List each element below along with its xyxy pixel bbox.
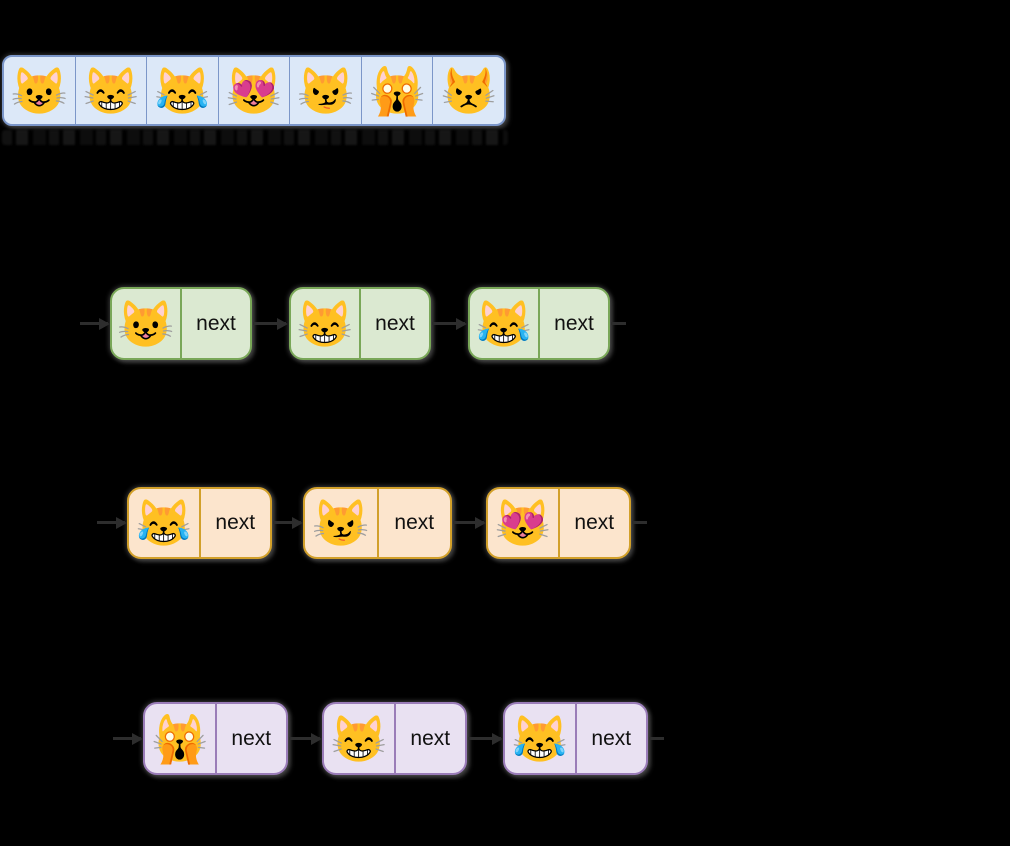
array-cell: 😸 — [76, 57, 148, 124]
array-cell: 🙀 — [362, 57, 434, 124]
arrow-next-link — [468, 732, 503, 745]
cat-emoji: 😸 — [330, 712, 388, 765]
next-pointer-label: next — [574, 511, 615, 534]
arrowhead-icon — [99, 317, 110, 330]
node-next-cell: next — [217, 704, 287, 773]
arrow-next-link — [289, 732, 322, 745]
node-value-cell: 😸 — [291, 289, 361, 358]
cat-emoji: 😸 — [296, 297, 354, 350]
next-pointer-label: next — [394, 511, 435, 534]
arrowhead-icon — [456, 317, 467, 330]
arrow-into-list — [113, 732, 143, 745]
cat-emoji: 😹 — [475, 297, 533, 350]
cat-emoji: 🙀 — [368, 64, 426, 117]
cat-emoji: 😹 — [153, 64, 212, 117]
cat-emoji: 😻 — [225, 64, 283, 117]
array-cell: 😹 — [147, 57, 219, 124]
array-cell: 😾 — [433, 57, 504, 124]
arrowhead-icon — [132, 732, 143, 745]
array-cell: 😻 — [219, 57, 291, 124]
node-next-cell: next — [540, 289, 608, 358]
cat-emoji: 😺 — [10, 64, 68, 117]
arrowhead-icon — [116, 516, 127, 529]
arrowhead-icon — [311, 732, 322, 745]
arrow-out-stub — [649, 737, 664, 740]
next-pointer-label: next — [410, 726, 451, 750]
cat-emoji: 😾 — [440, 64, 498, 117]
arrowhead-icon — [277, 317, 288, 330]
list-node: 😼 next — [303, 487, 452, 559]
next-pointer-label: next — [196, 311, 236, 335]
cat-emoji: 😸 — [82, 64, 140, 117]
list-node: 😻 next — [486, 487, 631, 559]
cat-emoji: 😹 — [135, 497, 193, 549]
node-value-cell: 😸 — [324, 704, 396, 773]
list-node: 😸 next — [289, 287, 431, 360]
node-value-cell: 😹 — [470, 289, 540, 358]
arrow-next-link — [453, 516, 486, 529]
node-value-cell: 😹 — [505, 704, 577, 773]
cat-emoji: 😹 — [511, 712, 569, 765]
arrow-into-list — [80, 317, 110, 330]
next-pointer-label: next — [591, 726, 632, 750]
node-next-cell: next — [396, 704, 466, 773]
arrowhead-icon — [292, 516, 303, 529]
arrow-into-list — [97, 516, 127, 529]
next-pointer-label: next — [231, 726, 272, 750]
arrow-next-link — [253, 317, 288, 330]
next-pointer-label: next — [215, 511, 256, 534]
node-next-cell: next — [201, 489, 271, 557]
array-cell: 😼 — [290, 57, 362, 124]
cat-emoji: 😻 — [494, 497, 552, 549]
node-next-cell: next — [379, 489, 451, 557]
next-pointer-label: next — [554, 311, 594, 335]
emoji-array: 😺 😸 😹 😻 😼 🙀 😾 — [2, 55, 506, 126]
arrowhead-icon — [492, 732, 503, 745]
node-next-cell: next — [560, 489, 630, 557]
list-node: 😸 next — [322, 702, 467, 775]
cat-emoji: 😼 — [312, 497, 370, 549]
node-value-cell: 😺 — [112, 289, 182, 358]
cat-emoji: 😺 — [117, 297, 175, 350]
list-node: 😹 next — [468, 287, 610, 360]
cat-emoji: 🙀 — [151, 712, 209, 765]
next-pointer-label: next — [375, 311, 415, 335]
list-node: 😹 next — [127, 487, 272, 559]
illegible-caption-text — [2, 130, 508, 145]
arrow-out-stub — [611, 322, 626, 325]
list-node: 😺 next — [110, 287, 252, 360]
node-next-cell: next — [182, 289, 250, 358]
node-value-cell: 🙀 — [145, 704, 217, 773]
list-node: 😹 next — [503, 702, 648, 775]
node-next-cell: next — [577, 704, 647, 773]
arrow-next-link — [432, 317, 467, 330]
node-next-cell: next — [361, 289, 429, 358]
node-value-cell: 😹 — [129, 489, 201, 557]
node-value-cell: 😼 — [305, 489, 379, 557]
node-value-cell: 😻 — [488, 489, 560, 557]
cat-emoji: 😼 — [296, 64, 355, 117]
list-node: 🙀 next — [143, 702, 288, 775]
arrow-next-link — [273, 516, 303, 529]
array-cell: 😺 — [4, 57, 76, 124]
arrow-out-stub — [632, 521, 647, 524]
arrowhead-icon — [475, 516, 486, 529]
